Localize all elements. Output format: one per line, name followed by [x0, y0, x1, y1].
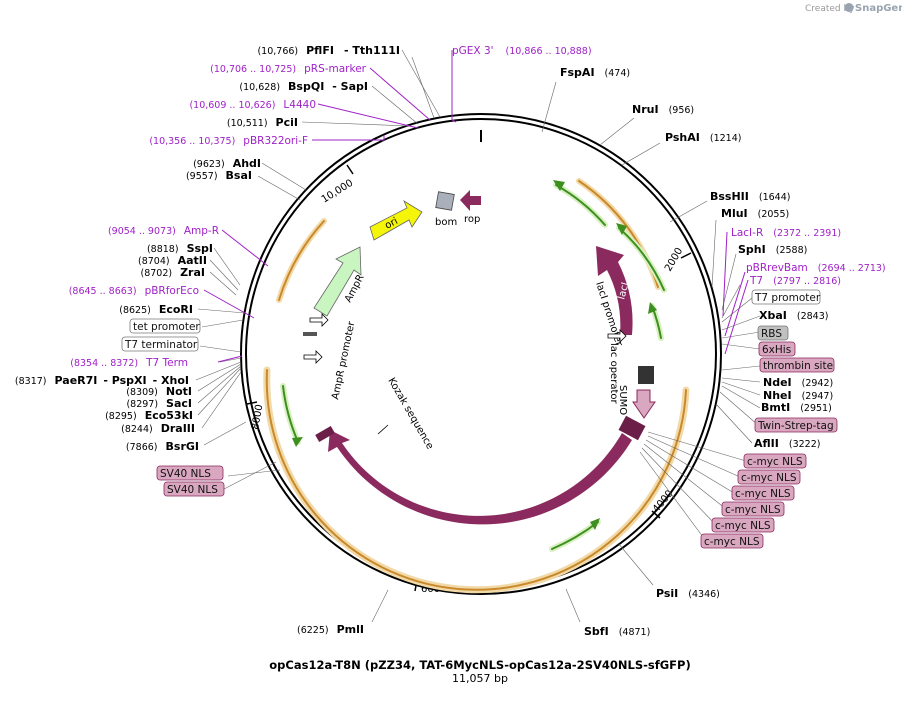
backbone-outer — [240, 113, 722, 595]
feature-box-label[interactable]: c-myc NLS — [747, 456, 803, 468]
ascpf1-label: AsCpf1 — [462, 528, 497, 539]
primer-label[interactable]: (8645 .. 8663)pBRforEco — [69, 285, 199, 297]
green-arrowhead — [648, 302, 657, 314]
laci-label: lacI — [616, 281, 631, 301]
snapgene-logo-icon — [844, 3, 854, 12]
feature-boxes-left — [121, 318, 225, 497]
site-label[interactable]: NruI(956) — [632, 103, 694, 116]
leader-lines-right — [541, 81, 761, 623]
ampr-promoter-label: AmpR promoter — [330, 320, 357, 401]
tick-label-8000: 8000 — [250, 404, 265, 431]
sv40-nls-block — [315, 426, 335, 442]
site-label[interactable]: SbfI(4871) — [584, 625, 650, 638]
primer-label[interactable]: (8354 .. 8372)T7 Term — [70, 357, 188, 369]
t7-terminator-arrow — [303, 350, 323, 364]
feature-box-label[interactable]: c-myc NLS — [715, 520, 771, 532]
feature-box-label[interactable]: T7 promoter — [754, 292, 821, 304]
primer-label[interactable]: (9054 .. 9073)Amp-R — [108, 225, 219, 237]
bom-label: bom — [435, 217, 457, 228]
feature-box-label[interactable]: SV40 NLS — [160, 468, 211, 480]
primer-label[interactable]: (10,356 .. 10,375)pBR322ori-F — [149, 135, 308, 147]
lac-operator-block — [638, 366, 654, 384]
map-size: 11,057 bp — [452, 672, 508, 685]
site-label[interactable]: (8818)SspI — [147, 242, 213, 255]
bom-block — [435, 191, 455, 211]
kozak-leader — [377, 424, 389, 435]
sumo-arrow — [632, 389, 656, 419]
tick-label-10000: 10,000 — [320, 178, 356, 206]
primer-label[interactable]: pGEX 3'(10,866 .. 10,888) — [452, 45, 592, 57]
ampr-arrow[interactable] — [313, 246, 362, 317]
laci-arrow[interactable] — [596, 246, 633, 335]
map-title: opCas12a-T8N (pZZ34, TAT-6MycNLS-opCas12… — [269, 658, 690, 672]
primer-label[interactable]: T7(2797 .. 2816) — [749, 275, 841, 287]
lac-operator-label: lac operator — [608, 343, 619, 404]
kozak-label: Kozak sequence — [385, 376, 435, 451]
sumo-label: SUMO — [617, 385, 628, 415]
site-label[interactable]: SphI(2588) — [738, 243, 807, 256]
site-label[interactable]: NheI(2947) — [763, 389, 833, 402]
site-label[interactable]: BssHII(1644) — [710, 190, 790, 203]
tick-label-2000: 2000 — [663, 246, 685, 274]
site-label[interactable]: (6225)PmlI — [297, 623, 364, 636]
green-arrowhead — [616, 223, 627, 235]
site-label[interactable]: (9623)AhdI — [193, 157, 261, 170]
green-arrowhead — [292, 437, 303, 447]
ori-arrow[interactable] — [369, 200, 423, 241]
feature-box-label[interactable]: tet promoter — [133, 321, 200, 333]
site-label[interactable]: MluI(2055) — [721, 207, 789, 220]
feature-boxes-right — [700, 289, 838, 549]
small-feature — [303, 332, 317, 336]
leader-lines-left — [195, 49, 441, 623]
feature-box-label[interactable]: c-myc NLS — [725, 504, 781, 516]
feature-box-label[interactable]: T7 terminator — [124, 339, 198, 351]
rop-label: rop — [464, 214, 480, 225]
site-label[interactable]: XbaI(2843) — [759, 309, 828, 322]
site-label[interactable]: NdeI(2942) — [763, 376, 833, 389]
site-label[interactable]: (8317)PaeR7I- PspXI- XhoI — [15, 374, 189, 387]
site-label[interactable]: PshAI(1214) — [665, 131, 741, 144]
laci-promoter-arrow — [607, 329, 627, 343]
site-label[interactable]: (7866)BsrGI — [126, 440, 199, 453]
primer-leaders — [203, 50, 749, 363]
tick-label-6000: 6000 — [421, 584, 446, 595]
ascpf1-arrow[interactable] — [328, 430, 632, 525]
credit-brand: SnapGene — [855, 3, 902, 14]
site-label[interactable]: FspAI(474) — [560, 66, 630, 79]
site-label[interactable]: (10,511)PciI — [227, 116, 298, 129]
primer-label[interactable]: (10,706 .. 10,725)pRS-marker — [210, 63, 367, 75]
site-label[interactable]: (8244)DraIII — [121, 422, 195, 435]
green-arrowhead — [590, 518, 600, 530]
primer-label[interactable]: LacI-R(2372 .. 2391) — [731, 227, 841, 239]
feature-box-label[interactable]: thrombin site — [763, 360, 833, 372]
site-label[interactable]: (8702)ZraI — [140, 266, 205, 279]
site-label[interactable]: (8309)NotI — [126, 385, 192, 398]
feature-box-label[interactable]: Twin-Strep-tag — [757, 420, 834, 432]
site-label[interactable]: (8704)AatII — [138, 254, 207, 267]
primer-label[interactable]: (10,609 .. 10,626)L4440 — [189, 99, 316, 111]
feature-box-label[interactable]: c-myc NLS — [704, 536, 760, 548]
feature-box-label[interactable]: c-myc NLS — [735, 488, 791, 500]
site-label[interactable]: (10,628)BspQI- SapI — [239, 80, 368, 93]
nls-block — [618, 415, 646, 441]
ori-label: ori — [383, 216, 400, 232]
site-label[interactable]: BmtI(2951) — [761, 401, 832, 414]
site-label[interactable]: (8297)SacI — [126, 397, 192, 410]
green-arrowhead — [553, 180, 565, 191]
site-label[interactable]: (8625)EcoRI — [119, 303, 193, 316]
site-label[interactable]: (9557)BsaI — [186, 169, 252, 182]
credit-prefix: Created by — [805, 4, 855, 14]
feature-box-label[interactable]: 6xHis — [762, 344, 791, 356]
primer-label[interactable]: pBRrevBam(2694 .. 2713) — [746, 262, 886, 274]
feature-box-label[interactable]: SV40 NLS — [167, 484, 218, 496]
feature-box-label[interactable]: RBS — [761, 328, 782, 340]
rop-arrow — [460, 190, 481, 211]
tet-promoter-arrow — [309, 313, 329, 327]
site-label[interactable]: PsiI(4346) — [656, 587, 720, 600]
feature-box-label[interactable]: c-myc NLS — [741, 472, 797, 484]
site-label[interactable]: (8295)Eco53kI — [105, 409, 193, 422]
site-label[interactable]: AflII(3222) — [754, 437, 820, 450]
site-label[interactable]: (10,766)PflFI- Tth111I — [257, 44, 400, 57]
